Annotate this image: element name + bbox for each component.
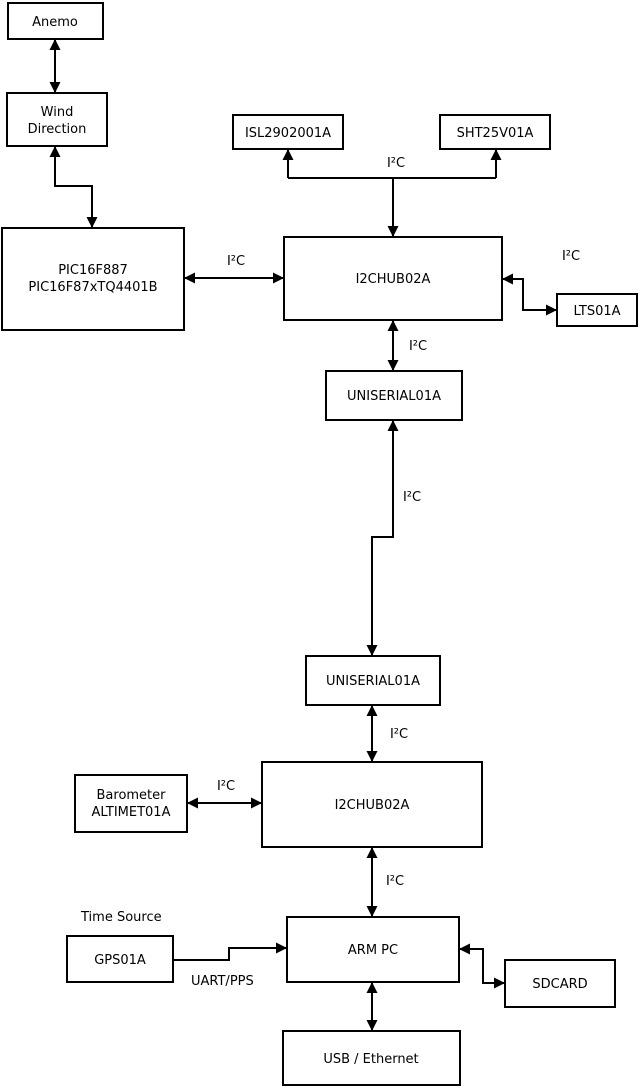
connector-armpc-sdcard (459, 943, 505, 989)
pic-box (1, 227, 185, 331)
i2c-uniserial-hub2-label: I²C (390, 727, 408, 742)
lts-label: LTS01A (573, 304, 620, 319)
uart-pps-label: UART/PPS (191, 974, 254, 989)
isl-label: ISL2902001A (245, 126, 331, 141)
anemo-node: Anemo (7, 2, 104, 40)
i2c-sensors-bus-label: I²C (387, 156, 405, 171)
sht-label: SHT25V01A (457, 126, 534, 141)
arm-pc-box (286, 916, 460, 983)
sdcard-node: SDCARD (504, 959, 616, 1008)
i2c-uniserial-link-label: I²C (403, 490, 421, 505)
barometer-box (74, 774, 188, 833)
uniserial-bottom-box (305, 655, 441, 706)
gps-box (66, 935, 174, 983)
connector-uniserial-link (366, 420, 399, 656)
sht-node: SHT25V01A (439, 114, 551, 150)
barometer-label-line2: ALTIMET01A (92, 805, 171, 820)
barometer-node: Barometer ALTIMET01A (74, 774, 188, 833)
uniserial-bottom-label: UNISERIAL01A (326, 674, 420, 689)
wind-direction-label-line1: Wind (41, 105, 74, 120)
time-source-label: Time Source (80, 910, 162, 925)
lts-node: LTS01A (556, 293, 638, 327)
i2c-hub-bottom-box (261, 761, 483, 848)
arm-pc-node: ARM PC (286, 916, 460, 983)
sdcard-label: SDCARD (532, 977, 587, 992)
i2c-hub-bottom-node: I2CHUB02A (261, 761, 483, 848)
i2c-barometer-hub2-label: I²C (217, 779, 235, 794)
wind-direction-box (6, 92, 108, 147)
usb-ethernet-box (282, 1030, 461, 1086)
isl-box (232, 114, 344, 150)
i2c-pic-hub-label: I²C (227, 254, 245, 269)
i2c-hub2-armpc-label: I²C (386, 874, 404, 889)
connector-winddirection-pic (49, 146, 98, 228)
sdcard-box (504, 959, 616, 1008)
pic-label-line2: PIC16F87xTQ4401B (28, 280, 157, 295)
uniserial-bottom-node: UNISERIAL01A (305, 655, 441, 706)
connector-gps-armpc (173, 942, 287, 961)
arm-pc-label: ARM PC (348, 943, 398, 958)
gps-node: GPS01A (66, 935, 174, 983)
i2c-hub-bottom-label: I2CHUB02A (335, 798, 410, 813)
usb-ethernet-label: USB / Ethernet (323, 1052, 418, 1067)
anemo-box (7, 2, 104, 40)
barometer-label-line1: Barometer (97, 788, 167, 803)
i2c-hub-top-node: I2CHUB02A (283, 236, 503, 321)
i2c-hub-uniserial-label: I²C (409, 339, 427, 354)
sht-box (439, 114, 551, 150)
pic-label-line1: PIC16F887 (58, 263, 128, 278)
i2c-hub-top-label: I2CHUB02A (356, 272, 431, 287)
gps-label: GPS01A (94, 953, 146, 968)
wind-direction-node: Wind Direction (6, 92, 108, 147)
uniserial-top-label: UNISERIAL01A (347, 389, 441, 404)
anemo-label: Anemo (32, 15, 78, 30)
uniserial-top-box (325, 370, 463, 421)
lts-box (556, 293, 638, 327)
pic-node: PIC16F887 PIC16F87xTQ4401B (1, 227, 185, 331)
i2c-hub-top-box (283, 236, 503, 321)
wind-direction-label-line2: Direction (28, 122, 87, 137)
connector-i2chub-lts (502, 273, 557, 316)
uniserial-top-node: UNISERIAL01A (325, 370, 463, 421)
isl-node: ISL2902001A (232, 114, 344, 150)
usb-ethernet-node: USB / Ethernet (282, 1030, 461, 1086)
i2c-hub-lts-label: I²C (562, 249, 580, 264)
